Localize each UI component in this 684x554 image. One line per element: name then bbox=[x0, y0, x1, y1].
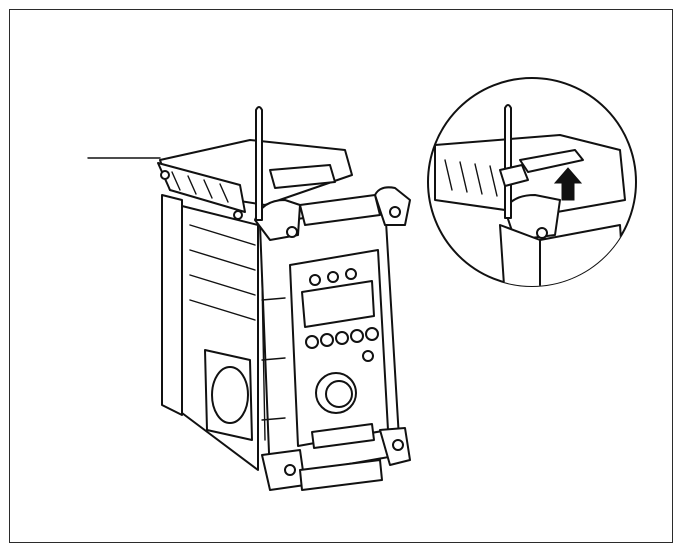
bottom-slot bbox=[311, 423, 375, 449]
handle-side-bar bbox=[157, 162, 246, 213]
inset-latch-tab bbox=[499, 164, 529, 187]
control-button bbox=[309, 274, 321, 286]
antenna bbox=[255, 106, 263, 221]
inset-antenna bbox=[504, 104, 512, 219]
bumper-top-right bbox=[374, 186, 411, 226]
inset-screw bbox=[536, 227, 548, 239]
battery-cover bbox=[269, 164, 336, 189]
job-site-radio bbox=[157, 106, 411, 491]
handle-grip-ribs bbox=[171, 171, 229, 203]
inset-release-latch bbox=[519, 149, 584, 173]
preset-button bbox=[365, 327, 379, 341]
control-button bbox=[327, 271, 339, 283]
screw bbox=[286, 226, 298, 238]
bumper-bottom-left bbox=[261, 449, 306, 491]
screw bbox=[233, 210, 243, 220]
preset-button bbox=[335, 331, 349, 345]
preset-button bbox=[320, 333, 334, 347]
front-inset bbox=[289, 249, 389, 447]
volume-knob-cap bbox=[325, 380, 353, 408]
front-edge-ribs bbox=[261, 279, 286, 441]
arrow-up-icon bbox=[553, 167, 583, 201]
detail-inset bbox=[427, 77, 637, 287]
preset-button bbox=[305, 335, 319, 349]
display-window bbox=[301, 280, 375, 328]
bottom-foot bbox=[299, 459, 383, 491]
side-ribs bbox=[189, 224, 256, 321]
inset-side-panel bbox=[499, 224, 541, 286]
preset-button bbox=[350, 329, 364, 343]
screw bbox=[392, 439, 404, 451]
inset-grip-ribs bbox=[444, 159, 498, 197]
figure-frame bbox=[9, 9, 673, 543]
top-ledge bbox=[299, 194, 381, 226]
control-button bbox=[345, 268, 357, 280]
small-button bbox=[362, 350, 374, 362]
screw bbox=[160, 170, 170, 180]
side-speaker bbox=[211, 366, 249, 424]
screw bbox=[284, 464, 296, 476]
left-rail bbox=[161, 194, 183, 416]
screw bbox=[389, 206, 401, 218]
